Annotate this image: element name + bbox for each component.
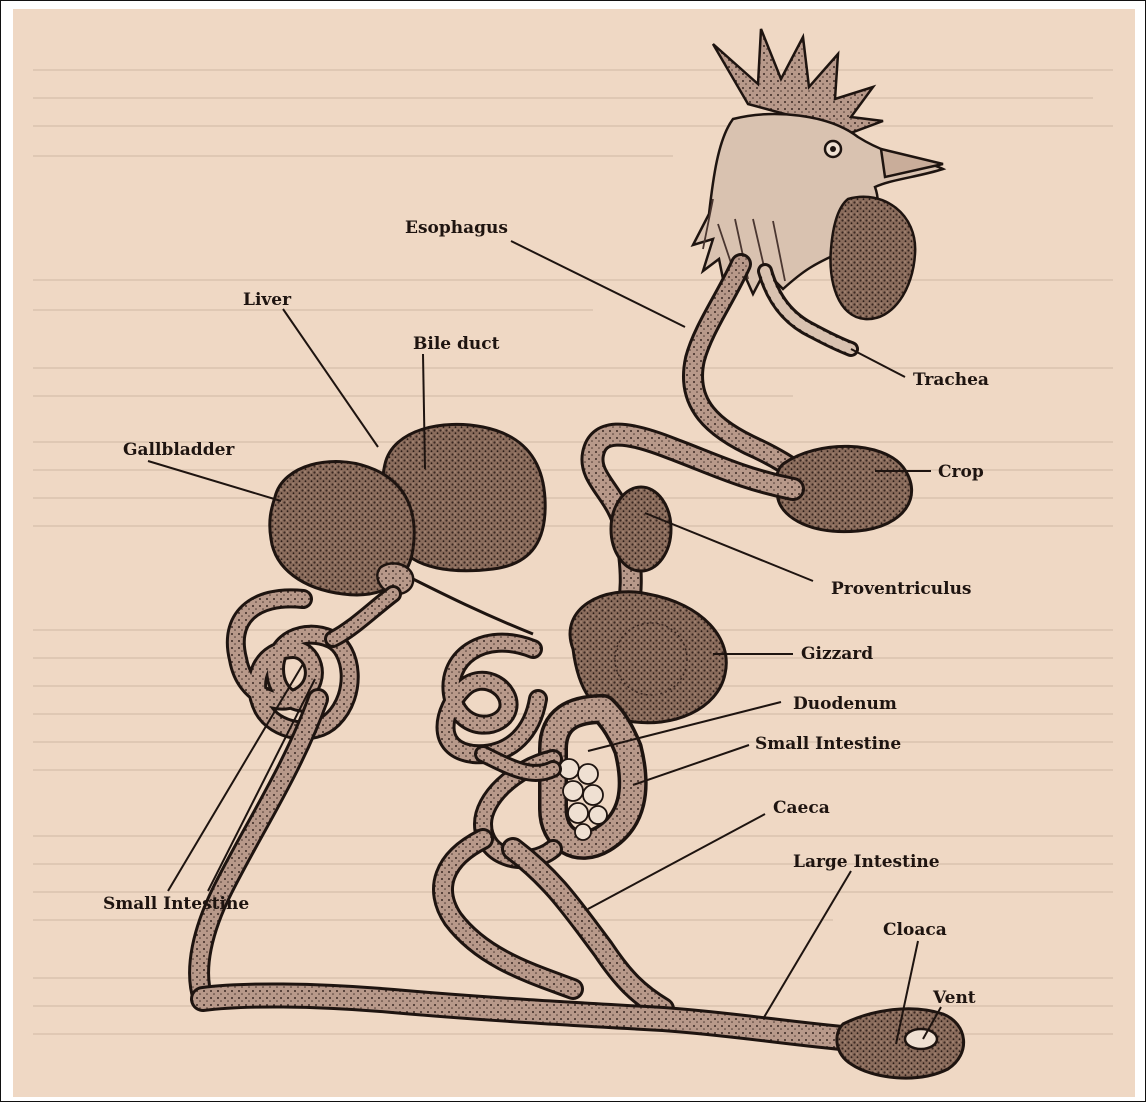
vent-opening (905, 1029, 937, 1049)
label-cloaca: Cloaca (883, 920, 947, 940)
esophagus-organ (693, 264, 808, 479)
label-small-intestine-right: Small Intestine (755, 734, 901, 754)
label-crop: Crop (938, 462, 984, 482)
bile-duct-organ (413, 579, 533, 634)
digestive-system-diagram: Esophagus Liver Bile duct Trachea Gallbl… (13, 9, 1135, 1097)
label-proventriculus: Proventriculus (831, 579, 972, 599)
label-small-intestine-left: Small Intestine (103, 894, 249, 914)
scanned-page: Esophagus Liver Bile duct Trachea Gallbl… (13, 9, 1135, 1097)
label-gallbladder: Gallbladder (123, 440, 235, 460)
large-intestine-organ (203, 995, 853, 1039)
label-trachea: Trachea (913, 370, 989, 390)
label-bile-duct: Bile duct (413, 334, 500, 354)
label-liver: Liver (243, 290, 292, 310)
small-intestine-organ (199, 594, 553, 999)
cloaca-organ (837, 1009, 964, 1078)
leader-lines (148, 241, 941, 1044)
label-large-intestine: Large Intestine (793, 852, 940, 872)
label-caeca: Caeca (773, 798, 830, 818)
label-esophagus: Esophagus (405, 218, 508, 238)
label-vent: Vent (932, 988, 976, 1008)
label-duodenum: Duodenum (793, 694, 897, 714)
duodenum-organ (553, 709, 633, 845)
label-gizzard: Gizzard (801, 644, 873, 664)
